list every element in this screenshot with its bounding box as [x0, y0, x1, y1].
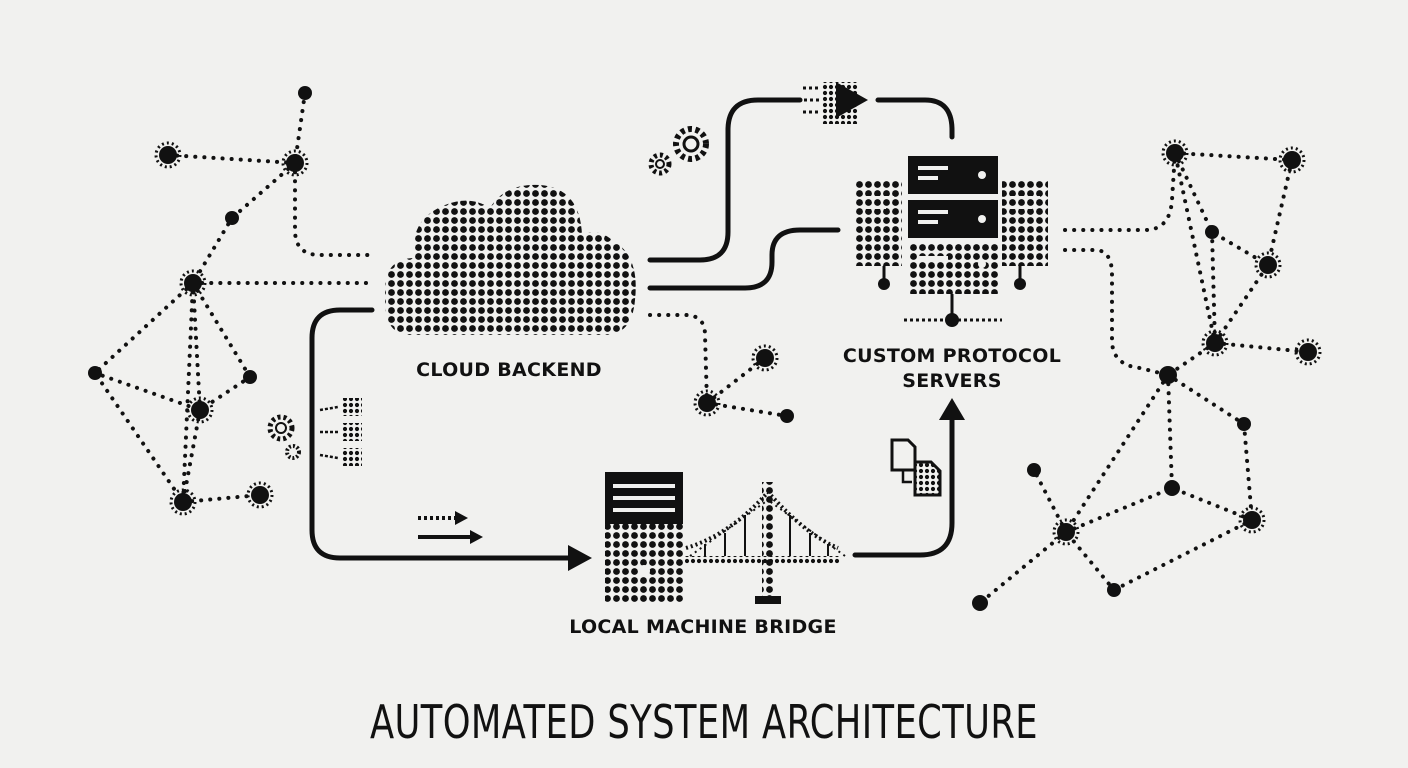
network-hub-node: [751, 344, 779, 372]
documents-icon: [890, 438, 942, 497]
arrow-head: [939, 398, 965, 420]
bridge-icon: [685, 482, 846, 604]
local-machine-bridge-node: LOCAL MACHINE BRIDGE: [569, 472, 846, 638]
arrow-head: [568, 545, 592, 571]
network-hub-node: [1161, 139, 1189, 167]
network-node: [243, 370, 257, 384]
processing-gears-icon: [267, 414, 301, 460]
network-hub-node: [693, 389, 721, 417]
server-rack-icon: [856, 180, 902, 266]
cloud-icon: [385, 184, 636, 335]
custom-protocol-servers-node: CUSTOM PROTOCOL SERVERS: [843, 156, 1061, 392]
network-hub-node: [1294, 338, 1322, 366]
gears-icon: [648, 126, 709, 176]
local-machine-bridge-label: LOCAL MACHINE BRIDGE: [569, 616, 837, 638]
network-node: [88, 366, 102, 380]
server-unit-icon: [908, 244, 998, 294]
network-hub-node: [169, 488, 197, 516]
network-node: [1164, 480, 1180, 496]
servers-label-line2: SERVERS: [902, 370, 1001, 392]
network-node: [1205, 225, 1219, 239]
cloud-backend-node: CLOUD BACKEND: [385, 184, 636, 381]
network-hub-node: [1238, 506, 1266, 534]
diagram-title: AUTOMATED SYSTEM ARCHITECTURE: [370, 695, 1038, 749]
left-network: [88, 86, 377, 516]
network-node: [1159, 366, 1177, 384]
network-node: [972, 595, 988, 611]
right-network: [972, 139, 1322, 611]
network-node: [225, 211, 239, 225]
network-node: [298, 86, 312, 100]
connection-lines: [309, 97, 965, 571]
network-hub-node: [186, 396, 214, 424]
network-hub-node: [281, 149, 309, 177]
network-hub-node: [1278, 146, 1306, 174]
network-hub-node: [1254, 251, 1282, 279]
data-transfer-icon: [798, 82, 868, 124]
server-rack-icon: [1002, 180, 1048, 266]
servers-label-line1: CUSTOM PROTOCOL: [843, 345, 1061, 367]
data-blocks-icon: [319, 398, 362, 466]
network-node: [780, 409, 794, 423]
network-hub-node: [246, 481, 274, 509]
network-node: [1107, 583, 1121, 597]
cloud-mini-network: [648, 313, 794, 423]
network-hub-node: [179, 269, 207, 297]
cloud-backend-label: CLOUD BACKEND: [416, 359, 602, 381]
network-hub-node: [1201, 329, 1229, 357]
flow-arrows-icon: [418, 511, 483, 544]
network-node: [1237, 417, 1251, 431]
network-node: [1027, 463, 1041, 477]
network-hub-node: [154, 141, 182, 169]
